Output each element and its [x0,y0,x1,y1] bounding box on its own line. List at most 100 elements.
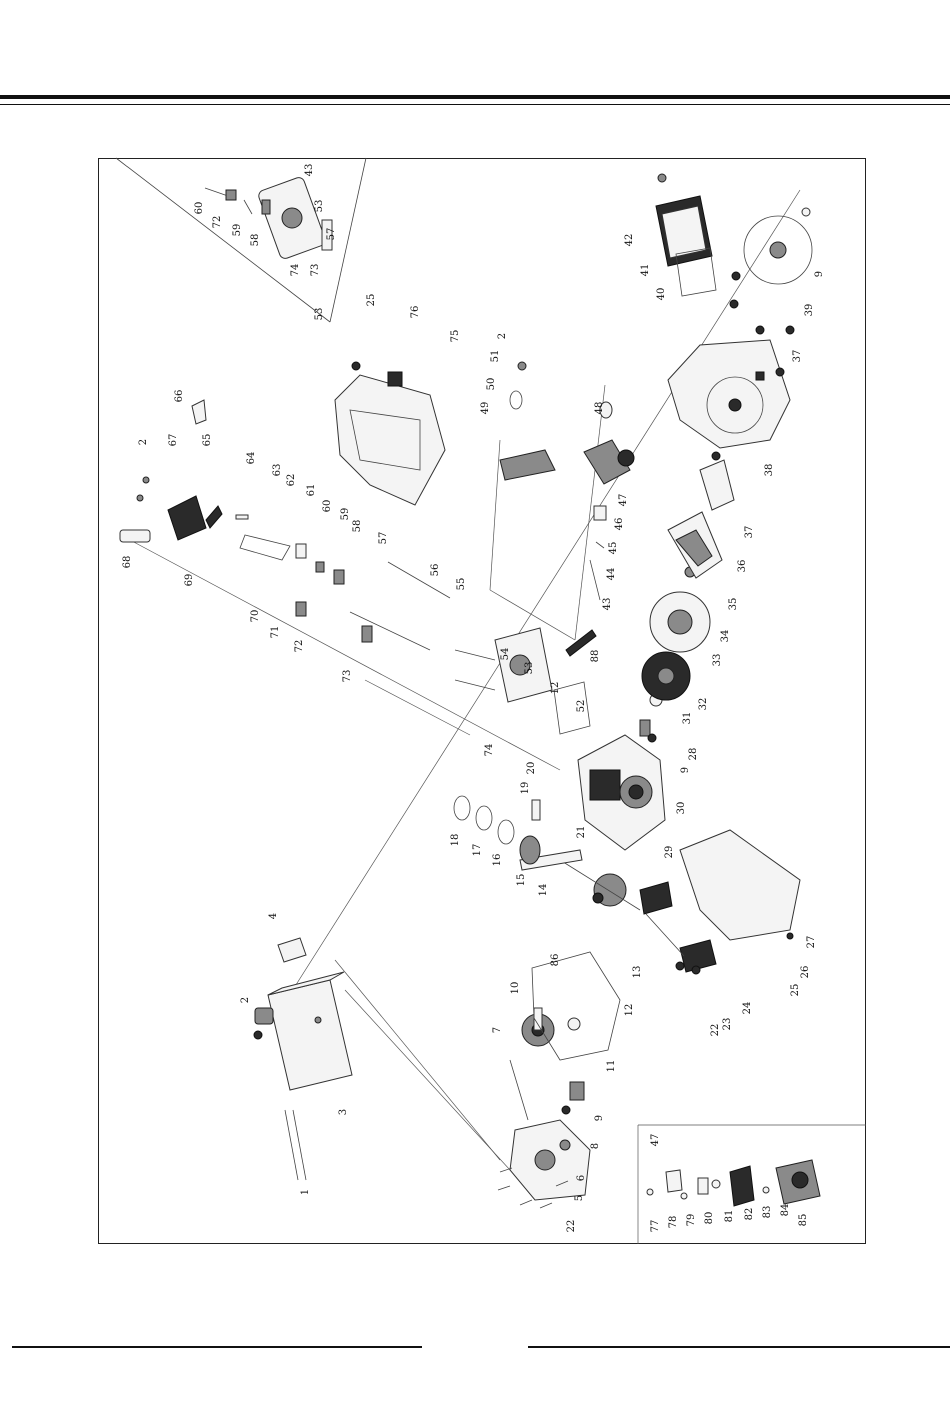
callout-9: 9 [814,271,825,277]
callout-36: 36 [737,560,748,573]
callout-86: 86 [550,954,561,967]
callout-77: 77 [650,1220,661,1233]
callout-63: 63 [272,464,283,477]
callout-25: 25 [790,984,801,997]
callout-69: 69 [184,574,195,587]
callout-62: 62 [286,474,297,487]
callout-35: 35 [728,598,739,611]
callout-52: 52 [576,700,587,713]
callout-60: 60 [194,202,205,215]
callout-2: 2 [497,333,508,339]
callout-15: 15 [516,874,527,887]
callout-49: 49 [480,402,491,415]
assembly-axis [129,189,866,1244]
callout-20: 20 [526,762,537,775]
callout-16: 16 [492,854,503,867]
callout-22: 22 [566,1220,577,1233]
callout-40: 40 [656,288,667,301]
callout-2: 2 [138,439,149,445]
footer-rule-right [528,1346,950,1348]
carburetor-47 [565,401,635,657]
callout-83: 83 [762,1206,773,1219]
callout-25: 25 [366,294,377,307]
callout-28: 28 [688,748,699,761]
callout-44: 44 [606,568,617,581]
callout-29: 29 [664,846,675,859]
intake-tube [499,361,556,481]
callout-13: 13 [632,966,643,979]
callout-50: 50 [486,378,497,391]
camshaft-and-gasket [521,951,621,1061]
callout-88: 88 [590,650,601,663]
callout-12: 12 [624,1004,635,1017]
callout-79: 79 [686,1214,697,1227]
callout-24: 24 [742,1002,753,1015]
callout-37: 37 [792,350,803,363]
callout-4: 4 [268,913,279,919]
inset-parts [204,177,333,259]
callout-64: 64 [246,452,257,465]
callout-37: 37 [744,526,755,539]
carburetor-intake [119,399,223,543]
flywheel-stack [641,451,735,707]
callout-74: 74 [290,264,301,277]
callout-58: 58 [352,520,363,533]
callout-47: 47 [618,494,629,507]
callout-8: 8 [590,1143,601,1149]
callout-72: 72 [212,216,223,229]
callout-84: 84 [780,1204,791,1217]
diagram-frame [98,158,866,1244]
callout-76: 76 [410,306,421,319]
callout-6: 6 [576,1175,587,1181]
callout-53: 53 [314,308,325,321]
callout-46: 46 [614,518,625,531]
callout-43: 43 [304,164,315,177]
ignition-and-cover [639,829,801,975]
header-rule-thin [0,104,950,105]
valve-train [235,514,451,651]
callout-78: 78 [668,1216,679,1229]
callout-59: 59 [232,224,243,237]
callout-38: 38 [764,464,775,477]
callout-45: 45 [608,542,619,555]
carburetor-detail-inset [646,1159,821,1207]
callout-43: 43 [602,598,613,611]
callout-18: 18 [450,834,461,847]
callout-85: 85 [798,1214,809,1227]
callout-41: 41 [640,264,651,277]
callout-10: 10 [510,982,521,995]
callout-68: 68 [122,556,133,569]
callout-9: 9 [680,767,691,773]
callout-58: 58 [250,234,261,247]
air-filter [655,173,717,297]
callout-27: 27 [806,936,817,949]
callout-60: 60 [322,500,333,513]
callout-73: 73 [342,670,353,683]
callout-53: 53 [524,662,535,675]
recoil-starter-39 [729,207,813,335]
callout-26: 26 [800,966,811,979]
callout-48: 48 [594,402,605,415]
callout-82: 82 [744,1208,755,1221]
callout-66: 66 [174,390,185,403]
piston-and-rings [453,795,541,865]
callout-9: 9 [594,1115,605,1121]
inset-detail-triangle [115,157,367,323]
callout-31: 31 [682,712,693,725]
callout-19: 19 [520,782,531,795]
callout-14: 14 [538,884,549,897]
callout-73: 73 [310,264,321,277]
muffler-assembly [253,937,353,1181]
callout-55: 55 [456,578,467,591]
callout-65: 65 [202,434,213,447]
callout-57: 57 [378,532,389,545]
shroud-75 [334,361,446,506]
callout-59: 59 [340,508,351,521]
callout-51: 51 [490,350,501,363]
cylinder-head [454,627,591,735]
callout-56: 56 [430,564,441,577]
callout-32: 32 [698,698,709,711]
callout-1: 1 [300,1189,311,1195]
